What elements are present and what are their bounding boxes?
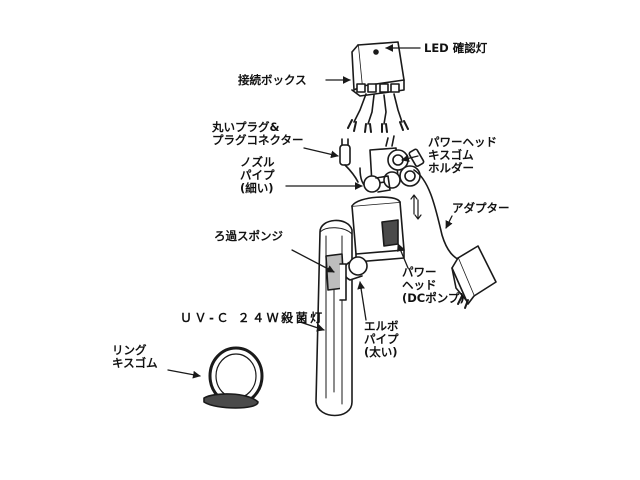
label-pump-line-2: ヘッド — [402, 278, 437, 292]
label-pump-line-3: (DCポンプ) — [402, 291, 465, 305]
adapter — [451, 245, 497, 309]
label-elbow-pipe: エルボ パイプ (太い) — [364, 320, 399, 359]
label-adapter-text: アダプター — [452, 201, 510, 215]
elbow-pipe — [339, 256, 368, 301]
nozzle-pipe — [359, 167, 391, 193]
label-powerhead-pump: パワー ヘッド (DCポンプ) — [402, 266, 465, 305]
label-led-indicator: LED 確認灯 — [424, 42, 487, 55]
label-junction-box: 接続ボックス — [238, 74, 307, 87]
label-ring-line-1: リング — [112, 343, 147, 357]
label-uvc-lamp: ＵＶ-Ｃ ２４Ｗ殺菌灯 — [180, 312, 325, 325]
plug-connector — [339, 138, 359, 183]
label-ring-line-2: キスゴム — [112, 356, 158, 370]
label-holder-line-1: パワーヘッド — [428, 135, 497, 149]
power-head — [351, 196, 405, 263]
label-nozzle-pipe-line-1: ノズル — [240, 155, 275, 169]
label-plug-connector-line-2: プラグコネクター — [212, 133, 304, 147]
label-nozzle-pipe-line-3: (細い) — [240, 181, 274, 195]
label-uvc-lamp-text: ＵＶ-Ｃ ２４Ｗ殺菌灯 — [180, 311, 325, 325]
adapter-cable — [413, 169, 463, 263]
label-elbow-line-3: (太い) — [364, 345, 398, 359]
label-filter-sponge-text: ろ過スポンジ — [214, 229, 283, 243]
label-pump-line-1: パワー — [402, 265, 437, 279]
leader-lines — [167, 44, 453, 379]
label-nozzle-pipe-line-2: パイプ — [240, 168, 275, 182]
assembly-arrows — [410, 194, 422, 220]
label-plug-connector: 丸いプラグ& プラグコネクター — [212, 121, 304, 147]
label-ring-suction-cup: リング キスゴム — [112, 344, 158, 370]
label-holder-line-3: ホルダー — [428, 161, 474, 175]
led-light — [373, 49, 379, 55]
junction-box — [351, 41, 405, 97]
ring-suction-cup — [203, 346, 264, 409]
label-holder-line-2: キスゴム — [428, 148, 474, 162]
adapter-plug — [408, 148, 425, 167]
label-elbow-line-2: パイプ — [364, 332, 399, 346]
junction-cables — [347, 83, 409, 133]
label-powerhead-suction-holder: パワーヘッド キスゴム ホルダー — [428, 136, 497, 175]
label-elbow-line-1: エルボ — [364, 319, 399, 333]
label-nozzle-pipe: ノズル パイプ (細い) — [240, 156, 275, 195]
label-plug-connector-line-1: 丸いプラグ& — [212, 120, 280, 134]
label-junction-box-text: 接続ボックス — [238, 73, 307, 87]
label-led-indicator-text: LED 確認灯 — [424, 41, 488, 55]
label-adapter: アダプター — [452, 202, 510, 215]
label-filter-sponge: ろ過スポンジ — [214, 230, 283, 243]
